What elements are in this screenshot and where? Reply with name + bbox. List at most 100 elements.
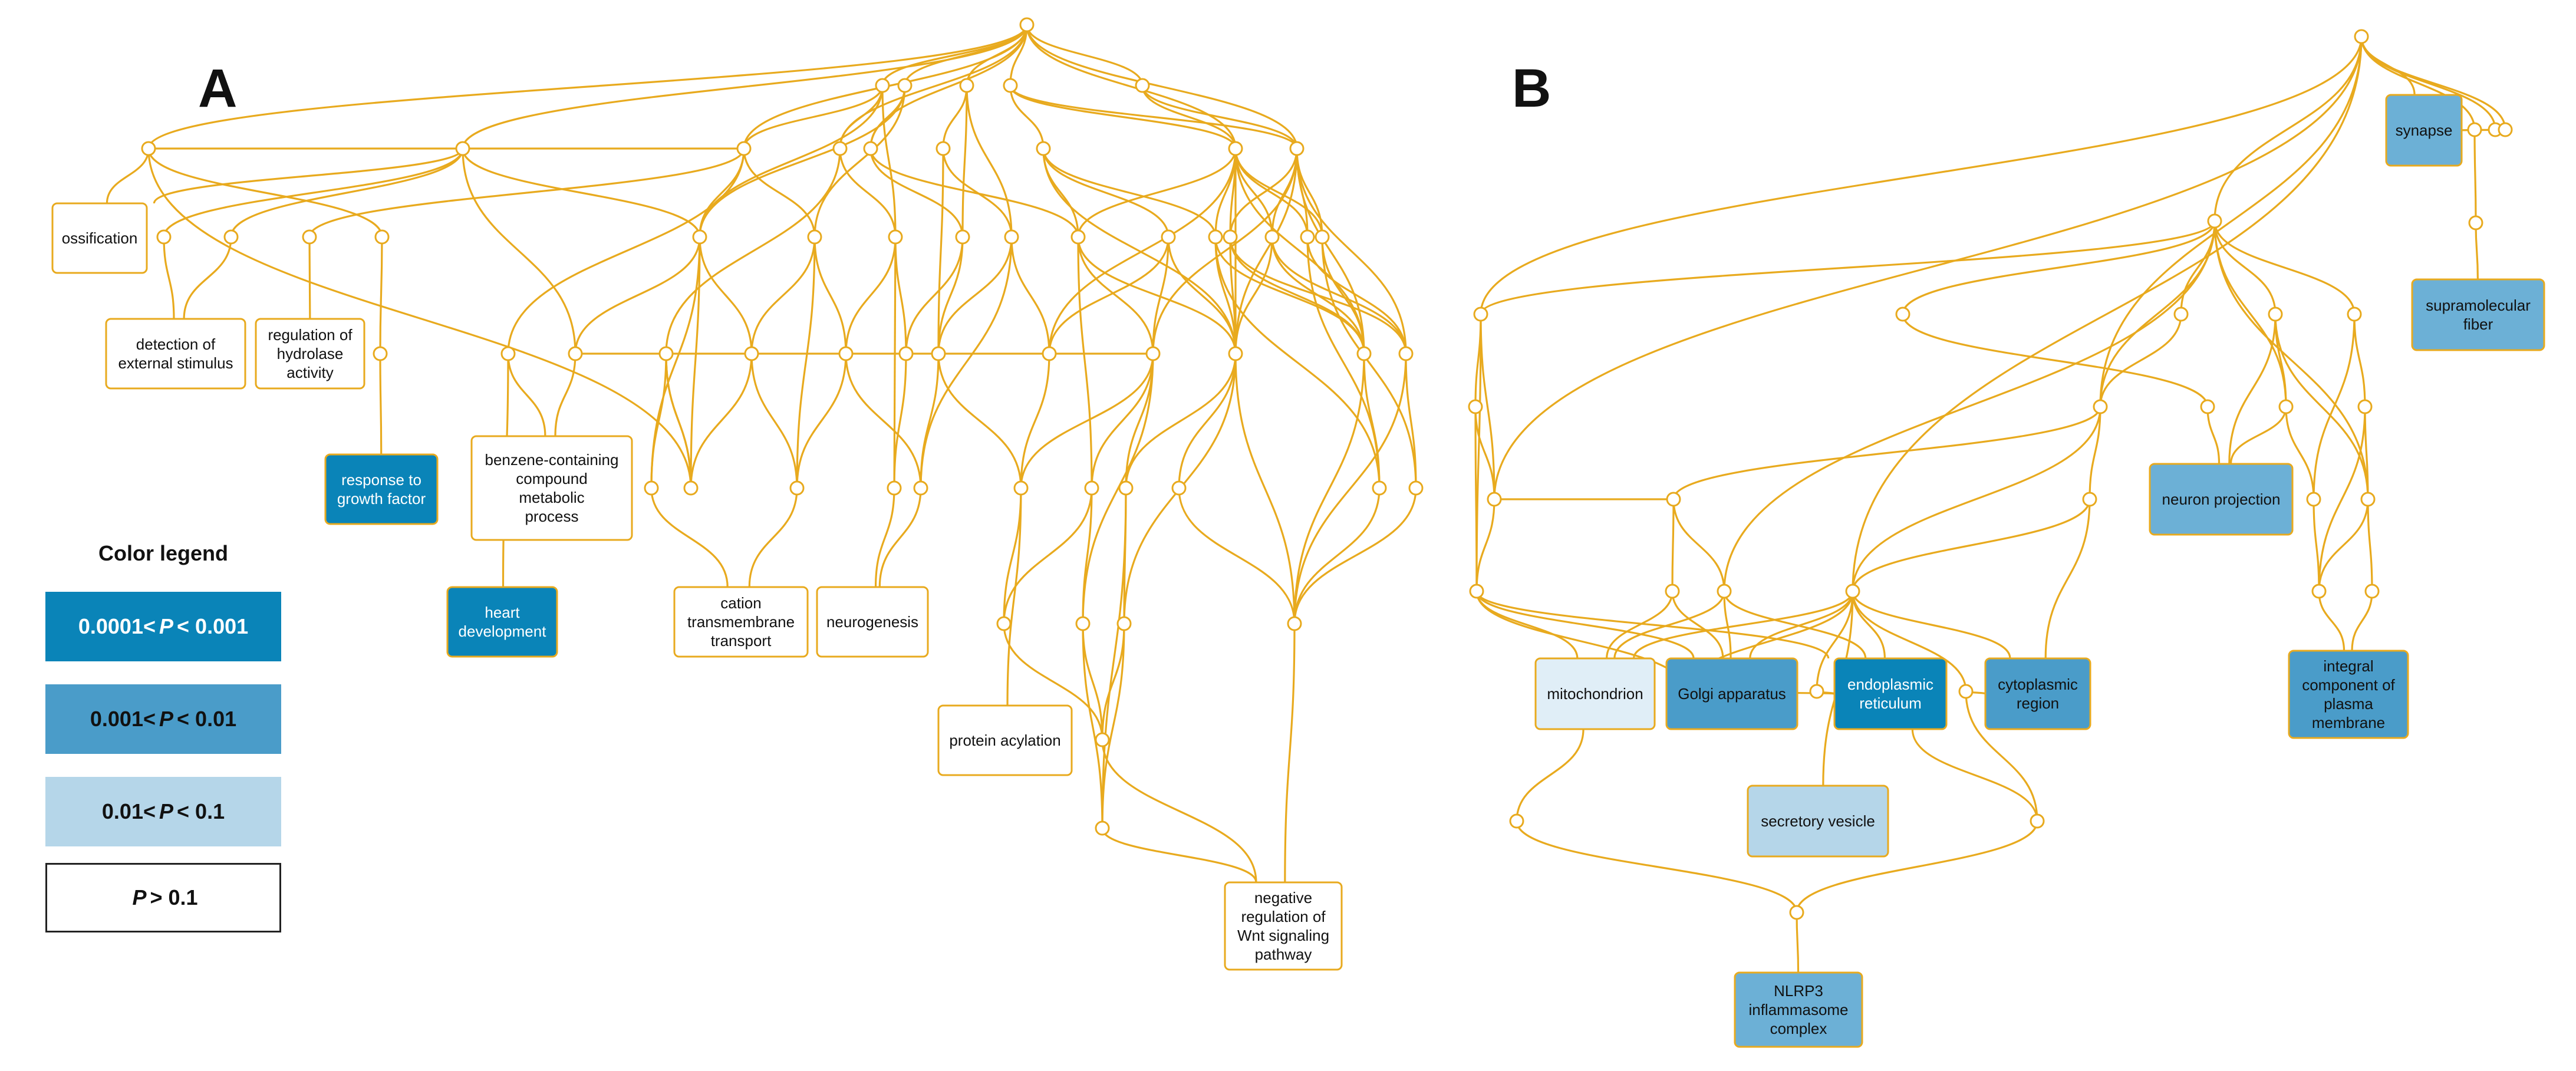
edge [1009,85,1298,149]
connector-node [1356,346,1372,361]
edge [1009,85,1045,149]
edge [1101,739,1257,883]
edge [869,148,964,238]
edge [1632,591,1854,659]
edge [2213,220,2356,315]
edge [920,353,940,489]
edge [1229,236,1237,354]
edge [1077,236,1237,354]
connector-node [875,78,890,93]
edge [2318,499,2369,592]
edge [1006,487,1022,706]
edge [1178,353,1237,489]
connector-node [2468,215,2483,230]
edge [1048,148,1237,354]
edge [1284,623,1296,883]
connector-node [2498,122,2513,137]
edge [2229,406,2287,464]
term-label-line: integral [2323,657,2373,675]
edge [554,353,577,437]
connector-node [1289,141,1305,156]
connector-node [2278,399,2294,414]
edge [2367,499,2373,592]
edge [1902,314,2209,407]
edge [1077,236,1154,354]
edge [1234,236,1273,354]
edge [650,353,667,489]
term-label-line: transmembrane [687,613,795,631]
edge [2360,36,2506,130]
edge [881,85,897,238]
connector-node [2093,399,2108,414]
connector-node [141,141,156,156]
connector-node [1042,346,1057,361]
connector-node [1398,346,1414,361]
term-label-line: compound [516,470,587,487]
connector-node [1019,17,1035,32]
term-label-line: cytoplasmic [1998,675,2078,693]
connector-node [1118,480,1134,496]
edge [650,487,729,588]
edge [1101,828,1257,883]
term-label-line: development [459,622,547,640]
term-label-line: regulation of [268,326,353,344]
term-synapse: synapse [2385,94,2463,167]
legend-symbol: P [132,885,147,909]
edge [1480,36,2363,315]
connector-node [1171,480,1187,496]
connector-node [374,229,390,245]
edge [2099,314,2182,407]
edge [1077,148,1237,238]
term-box [324,453,439,525]
term-box [2149,463,2294,536]
edge [1009,85,1237,149]
edge [796,353,847,489]
edge [966,85,1013,238]
edge [2206,406,2221,464]
edge [106,148,150,204]
edge [1475,591,1830,659]
edge [1902,220,2216,315]
edge [1042,148,1237,354]
edge [308,148,745,238]
connector-node [1845,584,1860,599]
edge [1125,353,1237,489]
term-box [673,586,809,658]
edge [1234,148,1323,238]
edge [1613,591,1725,659]
edge [1152,236,1170,354]
connector-node [898,346,914,361]
edge [869,85,906,149]
legend-symbol: P [159,799,174,823]
connector-node [996,616,1012,631]
term-label-line: fiber [2463,315,2493,333]
legend-prefix: 0.01< [101,799,156,823]
term-box [470,435,633,541]
connector-node [897,78,913,93]
connector-node [888,229,903,245]
term-golgi-apparatus: Golgi apparatus [1665,657,1798,730]
connector-node [1408,480,1424,496]
edge [1321,236,1365,354]
term-label-line: neurogenesis [826,613,918,631]
legend-prefix: 0.0001< [78,614,156,638]
edge [1010,236,1050,354]
edge [1516,729,1585,822]
edge [1475,591,1579,659]
edge [1293,487,1381,624]
connector-node [1161,229,1176,245]
edge [881,24,1028,86]
edge [308,236,311,319]
edge [147,148,692,489]
edge [1749,591,1854,659]
edge [147,24,1028,149]
term-label-line: mitochondrion [1547,685,1643,703]
edge [905,236,964,354]
edge [379,236,383,354]
edge [2313,499,2320,592]
edge [699,85,884,238]
term-label-line: secretory vesicle [1761,812,1875,830]
term-label-line: pathway [1255,945,1312,963]
edge [813,85,906,238]
